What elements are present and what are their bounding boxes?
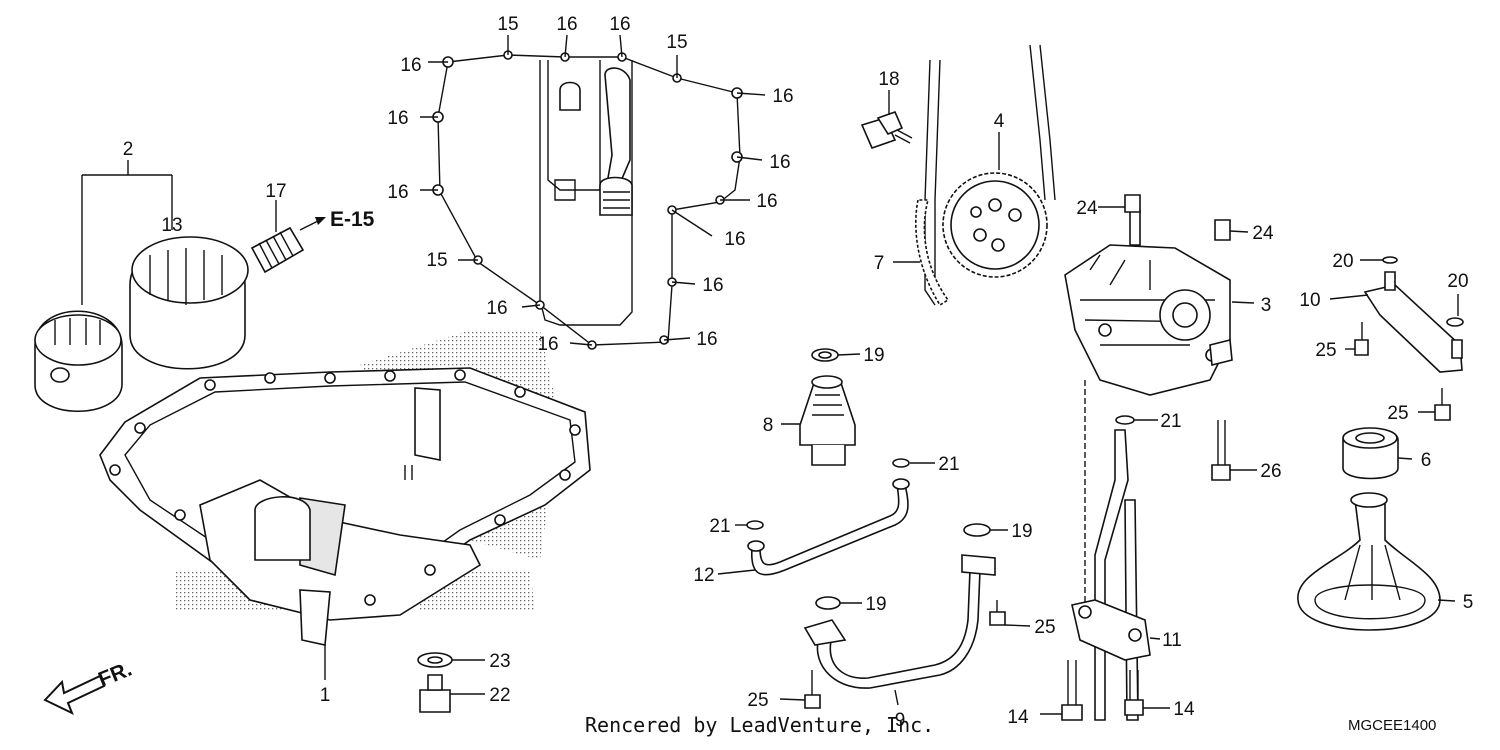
oil-pipe-a-part (717, 458, 935, 576)
callout-c16m: 16 (696, 329, 717, 350)
long-bolt-part (1211, 420, 1257, 481)
callout-c16g: 16 (769, 152, 790, 173)
chain-sprocket-part (893, 44, 1056, 307)
callout-c8: 8 (763, 415, 774, 436)
callout-c16h: 16 (756, 191, 777, 212)
pump-oring (1115, 415, 1158, 425)
callout-c15a: 15 (497, 14, 518, 35)
callout-c19c: 19 (865, 594, 886, 615)
callout-c21c: 21 (1160, 411, 1181, 432)
callout-c2: 2 (123, 139, 134, 160)
callout-c16i: 16 (724, 229, 745, 250)
callout-c5: 5 (1463, 592, 1474, 613)
callout-c16e: 16 (387, 182, 408, 203)
callout-c16d: 16 (387, 108, 408, 129)
strainer-pipe-part (1071, 380, 1161, 721)
bracket-part (1329, 256, 1464, 421)
callout-c14a: 14 (1007, 707, 1029, 728)
oil-pressure-switch-part (860, 90, 913, 149)
callout-c25b: 25 (1387, 403, 1408, 424)
oil-strainer-part (1297, 427, 1456, 631)
callout-c26: 26 (1260, 461, 1281, 482)
oil-pump-part (1064, 194, 1255, 396)
callout-c21b: 21 (709, 516, 730, 537)
callout-c13: 13 (161, 215, 182, 236)
callout-c25d: 25 (747, 690, 768, 711)
callout-c6: 6 (1421, 450, 1432, 471)
callout-c17: 17 (265, 181, 286, 202)
callout-c20a: 20 (1332, 251, 1353, 272)
callout-c19a: 19 (863, 345, 884, 366)
callout-c16f: 16 (772, 86, 793, 107)
callout-c10: 10 (1299, 290, 1320, 311)
front-arrow: FR. (43, 658, 135, 716)
callout-c24b: 24 (1252, 223, 1274, 244)
callout-c7: 7 (874, 253, 885, 274)
callout-c14b: 14 (1173, 699, 1195, 720)
callout-c11: 11 (1162, 630, 1182, 651)
callout-c16j: 16 (702, 275, 723, 296)
oil-cooler-joint-part (781, 348, 861, 466)
callout-c4: 4 (994, 111, 1005, 132)
pipe-bolts (779, 600, 1031, 709)
oil-pipe-b-part (803, 523, 1008, 706)
callout-c19b: 19 (1011, 521, 1032, 542)
callout-c20b: 20 (1447, 271, 1468, 292)
callout-c18: 18 (878, 69, 899, 90)
oil-filter-part (34, 160, 249, 412)
callout-c1: 1 (320, 685, 331, 706)
callout-c22: 22 (489, 685, 510, 706)
callout-c21a: 21 (938, 454, 959, 475)
callout-c12: 12 (693, 565, 714, 586)
callout-c16k: 16 (486, 298, 507, 319)
callout-c25a: 25 (1315, 340, 1336, 361)
drain-bolt-part (417, 652, 485, 713)
callout-c16l: 16 (537, 334, 558, 355)
strainer-bolts (1040, 660, 1170, 721)
callout-c15c: 15 (426, 250, 447, 271)
reference-label: E-15 (330, 208, 375, 231)
oil-pan-gasket-part (420, 34, 766, 350)
front-marker-label: FR. (95, 658, 135, 692)
callout-c16b: 16 (609, 14, 630, 35)
callout-c24a: 24 (1076, 198, 1098, 219)
callout-c25c: 25 (1034, 617, 1055, 638)
oil-pan-part (99, 367, 591, 680)
oil-screen-part (250, 200, 326, 274)
credit-text: Rencered by LeadVenture, Inc. (585, 713, 934, 737)
callout-c16c: 16 (400, 55, 421, 76)
diagram-code: MGCEE1400 (1348, 717, 1436, 734)
callout-c15b: 15 (666, 32, 687, 53)
callout-c23: 23 (489, 651, 510, 672)
callout-c16a: 16 (556, 14, 577, 35)
gasket-bolt-holes (432, 50, 743, 350)
callout-c9: 9 (895, 710, 906, 731)
callout-c3: 3 (1261, 295, 1272, 316)
